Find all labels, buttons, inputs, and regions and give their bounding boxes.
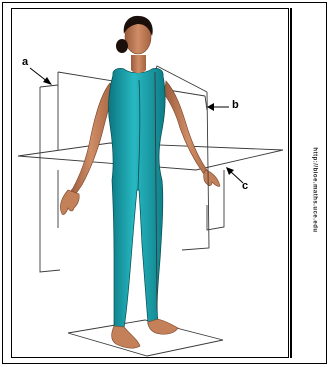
label-b: b [232, 99, 239, 111]
watermark-text: http://bioe.maths.uce.edu [312, 147, 318, 232]
label-c: c [242, 180, 248, 192]
head [116, 16, 153, 73]
watermark: http://bioe.maths.uce.edu [305, 110, 325, 270]
leader-a [30, 68, 52, 85]
floor-plate [68, 320, 223, 356]
leader-b [207, 103, 229, 111]
label-a: a [22, 56, 28, 68]
leader-c [226, 167, 243, 183]
